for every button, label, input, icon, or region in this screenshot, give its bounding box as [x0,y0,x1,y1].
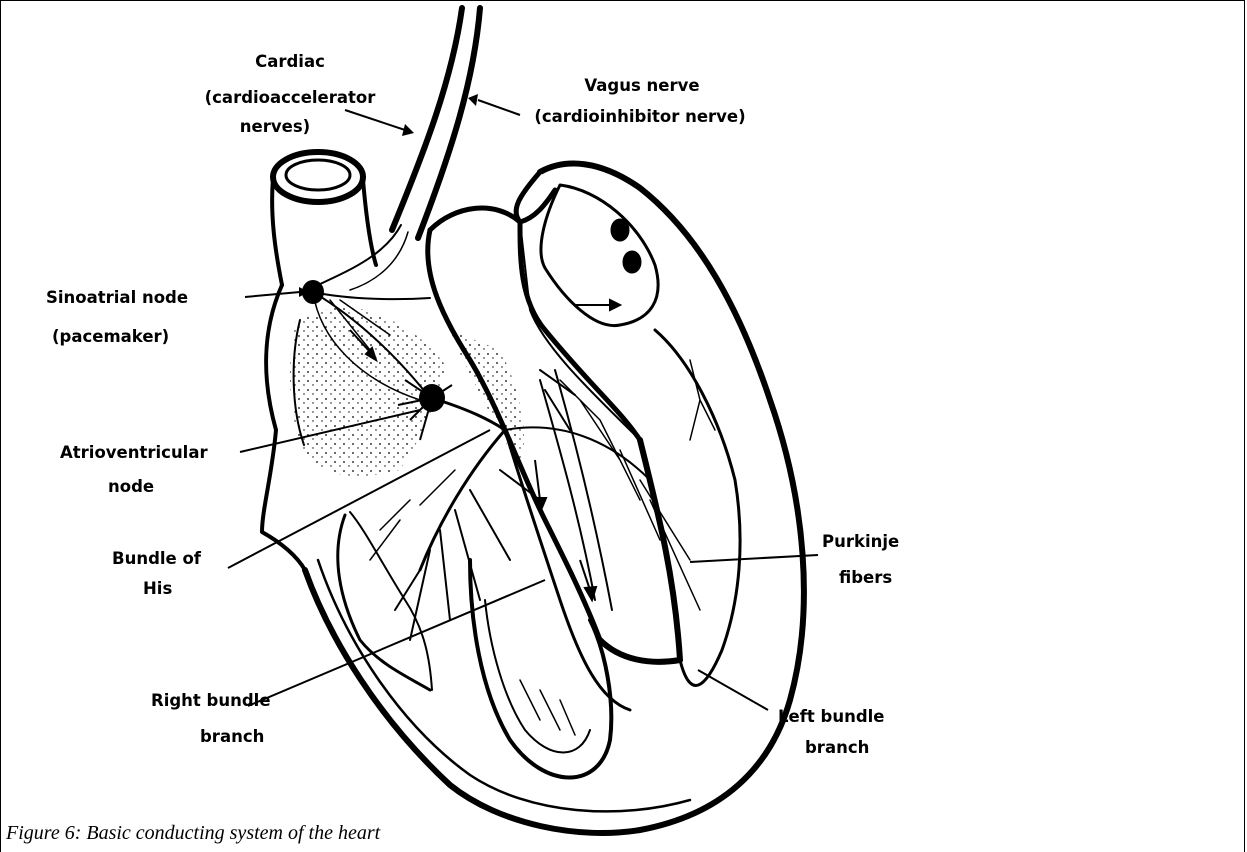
label-lbb-line1: Left bundle [778,707,884,726]
label-purkinje-line1: Purkinje [822,532,899,551]
label-his-line2: His [143,579,172,598]
label-av-line2: node [108,477,154,496]
label-vagus-line1: Vagus nerve [584,76,699,95]
label-vagus-line2: (cardioinhibitor nerve) [534,107,745,126]
label-purkinje-line2: fibers [839,568,892,587]
figure-caption: Figure 6: Basic conducting system of the… [6,822,380,845]
label-cardiac-line2: (cardioaccelerator [205,88,377,107]
label-sinoatrial-line1: Sinoatrial node [46,288,188,307]
label-rbb-line1: Right bundle [151,691,271,710]
heart-outline [262,152,804,833]
label-cardiac-line1: Cardiac [255,52,325,71]
nerve-fibers [318,8,480,290]
label-sinoatrial-line2: (pacemaker) [52,327,169,346]
label-av-line1: Atrioventricular [60,443,208,462]
label-his-line1: Bundle of [112,549,202,568]
label-cardiac-line3: nerves) [240,117,310,136]
label-rbb-line2: branch [200,727,264,746]
septum-texture [450,330,524,470]
label-lbb-line2: branch [805,738,869,757]
